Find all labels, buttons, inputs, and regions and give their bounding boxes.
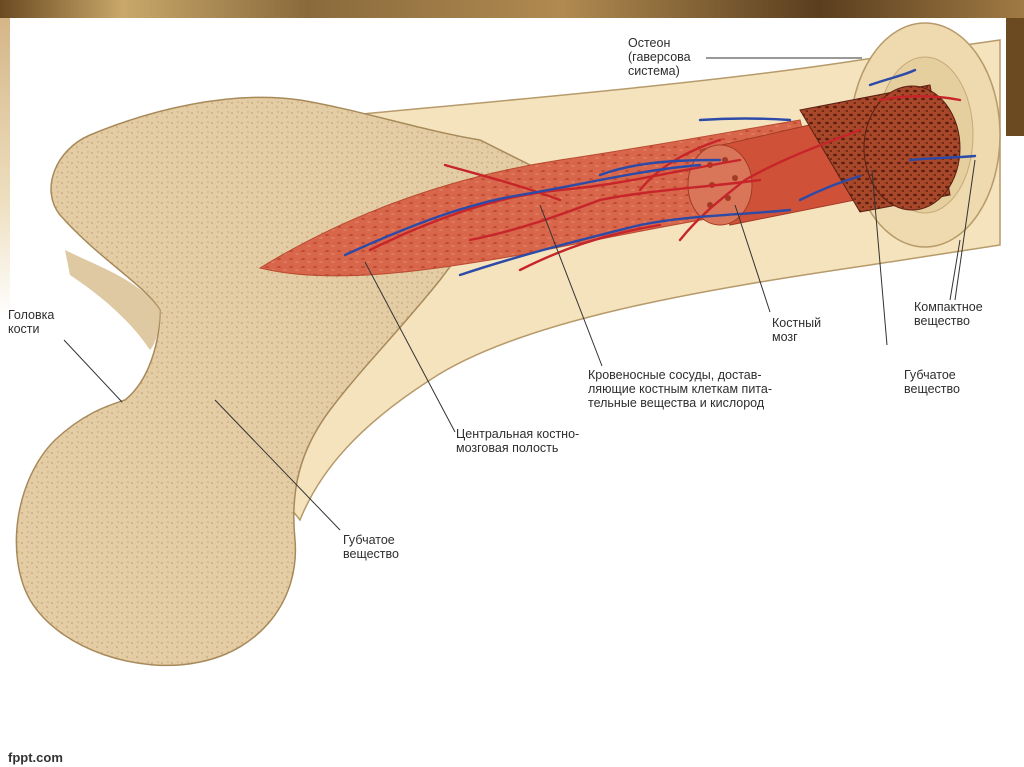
trochanter-shadow: [65, 250, 160, 350]
label-spongy-substance-left: Губчатое вещество: [343, 533, 399, 561]
leader-spongy-left: [214, 399, 341, 531]
leader-lines: [63, 57, 976, 531]
leader-vessels: [539, 204, 603, 367]
blood-vessels-blue: [343, 68, 977, 277]
leader-bone-marrow: [734, 204, 771, 313]
leader-spongy-right: [871, 169, 888, 346]
right-decorative-strip: [1006, 18, 1024, 136]
leader-central-cavity: [364, 261, 456, 433]
label-compact-substance: Компактное вещество: [914, 300, 983, 328]
leader-bone-head: [63, 339, 123, 403]
spongy-cylinder-end: [863, 85, 961, 211]
footer-brand: fppt.com: [8, 750, 63, 765]
label-central-cavity: Центральная костно- мозговая полость: [456, 427, 580, 455]
left-decorative-strip: [0, 18, 10, 318]
leader-compact-1: [949, 239, 961, 301]
label-blood-vessels: Кровеносные сосуды, достав- ляющие костн…: [588, 368, 772, 410]
leader-compact-2: [954, 159, 976, 301]
label-osteon: Остеон (гаверсова система): [628, 36, 691, 78]
top-decorative-strip: [0, 0, 1024, 18]
label-bone-head: Головка кости: [8, 308, 55, 336]
label-spongy-substance-right: Губчатое вещество: [904, 368, 960, 396]
label-bone-marrow: Костный мозг: [772, 316, 822, 344]
